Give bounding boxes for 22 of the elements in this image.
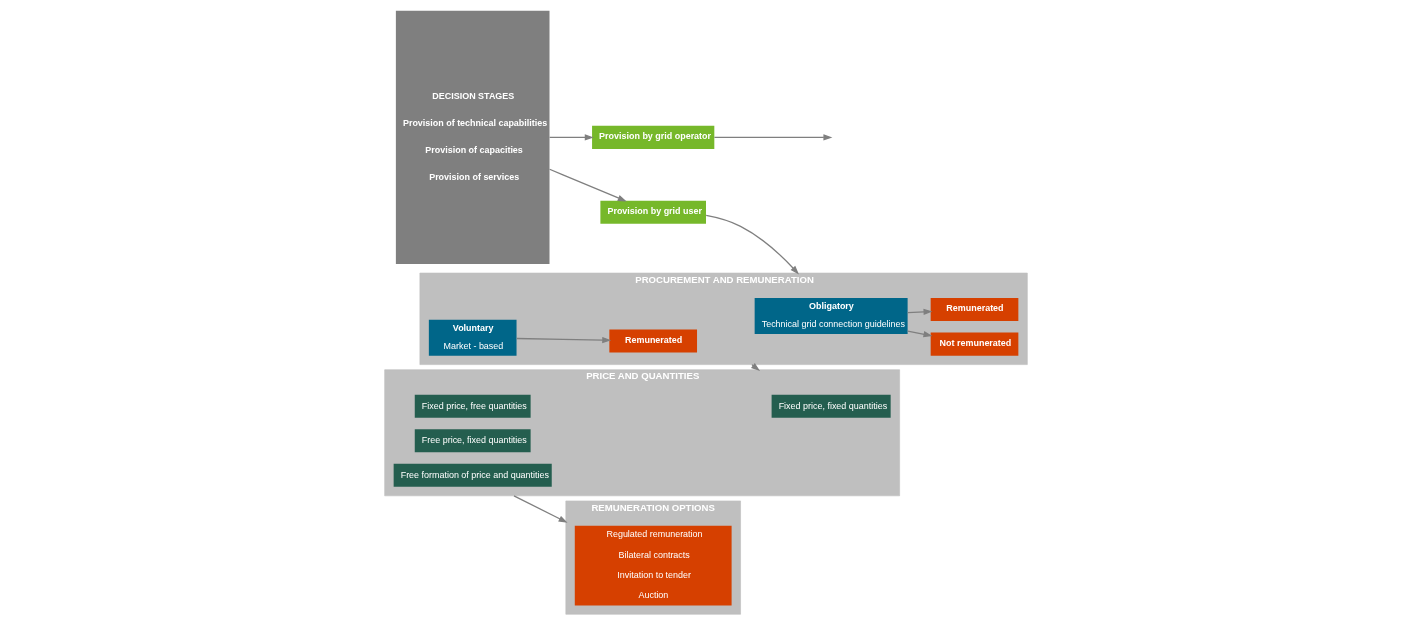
node-box: Fixed price, fixed quantities <box>771 394 891 418</box>
arrow <box>907 330 933 338</box>
arrow <box>548 168 627 202</box>
node-box: Remunerated <box>930 298 1019 322</box>
node-box: Not remunerated <box>930 332 1019 356</box>
node-box: Provision by grid user <box>600 200 706 224</box>
arrow <box>713 134 833 141</box>
node-box: Obligatory Technical grid connection guidelines <box>754 298 908 334</box>
node-box: Free price, fixed quantities <box>414 429 531 453</box>
arrow <box>548 134 594 141</box>
arrow <box>907 308 933 315</box>
node-box: Free formation of price and quantities <box>393 463 552 487</box>
node-box: Voluntary Market - based <box>428 319 517 356</box>
node-box: Regulated remuneration Bilateral contracts Invitation to tender Auction <box>574 525 732 606</box>
arrow <box>513 495 568 523</box>
node-box: Fixed price, free quantities <box>414 394 531 418</box>
node-box: Provision by grid operator <box>592 125 715 149</box>
arrow <box>516 336 612 344</box>
arrow <box>751 363 761 371</box>
arrow <box>705 214 799 275</box>
node-box: DECISION STAGES Provision of technical capabilities Provision of capacities Provision of services <box>395 10 550 265</box>
node-box: Remunerated <box>609 329 698 353</box>
